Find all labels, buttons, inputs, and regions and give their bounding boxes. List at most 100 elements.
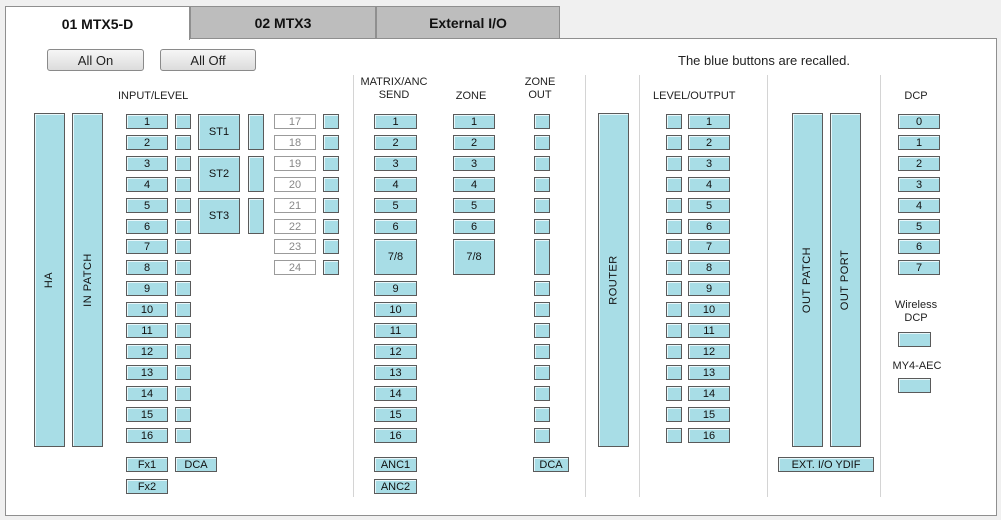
output-channel-button[interactable]: 3: [688, 156, 730, 171]
stereo-level-button[interactable]: [248, 114, 264, 150]
input-channel-button[interactable]: 20: [274, 177, 316, 192]
input-level-button[interactable]: [323, 239, 339, 254]
input-channel-button[interactable]: 8: [126, 260, 168, 275]
input-level-button[interactable]: [175, 302, 191, 317]
input-level-button[interactable]: [323, 198, 339, 213]
matrix-send-button[interactable]: 1: [374, 114, 417, 129]
input-level-button[interactable]: [175, 365, 191, 380]
zone-button[interactable]: 6: [453, 219, 495, 234]
input-level-button[interactable]: [323, 135, 339, 150]
input-level-button[interactable]: [175, 198, 191, 213]
dcp-button[interactable]: 5: [898, 219, 940, 234]
input-level-button[interactable]: [175, 219, 191, 234]
dcp-button[interactable]: 6: [898, 239, 940, 254]
output-channel-button[interactable]: 8: [688, 260, 730, 275]
input-channel-button[interactable]: 5: [126, 198, 168, 213]
input-channel-button[interactable]: 2: [126, 135, 168, 150]
ha-button[interactable]: HA: [34, 113, 65, 447]
stereo-input-button[interactable]: ST2: [198, 156, 240, 192]
output-channel-button[interactable]: 15: [688, 407, 730, 422]
output-channel-button[interactable]: 1: [688, 114, 730, 129]
input-channel-button[interactable]: 15: [126, 407, 168, 422]
input-channel-button[interactable]: 24: [274, 260, 316, 275]
output-level-button[interactable]: [666, 219, 682, 234]
input-channel-button[interactable]: 19: [274, 156, 316, 171]
input-level-button[interactable]: [323, 177, 339, 192]
in-patch-button[interactable]: IN PATCH: [72, 113, 103, 447]
stereo-level-button[interactable]: [248, 156, 264, 192]
dcp-button[interactable]: 2: [898, 156, 940, 171]
output-level-button[interactable]: [666, 323, 682, 338]
input-channel-button[interactable]: 21: [274, 198, 316, 213]
input-level-button[interactable]: [175, 281, 191, 296]
input-level-button[interactable]: [175, 407, 191, 422]
matrix-send-button[interactable]: 10: [374, 302, 417, 317]
output-level-button[interactable]: [666, 344, 682, 359]
matrix-send-button[interactable]: 11: [374, 323, 417, 338]
wireless-dcp-button[interactable]: [898, 332, 931, 347]
stereo-level-button[interactable]: [248, 198, 264, 234]
zone-button[interactable]: 1: [453, 114, 495, 129]
output-level-button[interactable]: [666, 156, 682, 171]
zone-button[interactable]: 4: [453, 177, 495, 192]
output-channel-button[interactable]: 12: [688, 344, 730, 359]
matrix-send-button[interactable]: 15: [374, 407, 417, 422]
output-channel-button[interactable]: 14: [688, 386, 730, 401]
input-channel-button[interactable]: 13: [126, 365, 168, 380]
zone-out-button[interactable]: [534, 114, 550, 129]
out-patch-button[interactable]: OUT PATCH: [792, 113, 823, 447]
output-channel-button[interactable]: 5: [688, 198, 730, 213]
input-channel-button[interactable]: 7: [126, 239, 168, 254]
zone-out-button[interactable]: [534, 323, 550, 338]
input-level-button[interactable]: [175, 260, 191, 275]
input-level-button[interactable]: [175, 135, 191, 150]
input-channel-button[interactable]: 12: [126, 344, 168, 359]
zone-out-button[interactable]: [534, 177, 550, 192]
input-channel-button[interactable]: 4: [126, 177, 168, 192]
matrix-send-button[interactable]: 7/8: [374, 239, 417, 275]
output-level-button[interactable]: [666, 428, 682, 443]
fx2-button[interactable]: Fx2: [126, 479, 168, 494]
input-level-button[interactable]: [175, 114, 191, 129]
output-channel-button[interactable]: 16: [688, 428, 730, 443]
input-level-button[interactable]: [175, 177, 191, 192]
my4-aec-button[interactable]: [898, 378, 931, 393]
out-port-button[interactable]: OUT PORT: [830, 113, 861, 447]
input-level-button[interactable]: [175, 239, 191, 254]
input-channel-button[interactable]: 1: [126, 114, 168, 129]
dcp-button[interactable]: 3: [898, 177, 940, 192]
zone-out-button[interactable]: [534, 156, 550, 171]
output-channel-button[interactable]: 11: [688, 323, 730, 338]
input-channel-button[interactable]: 11: [126, 323, 168, 338]
zone-out-button[interactable]: [534, 344, 550, 359]
dcp-button[interactable]: 0: [898, 114, 940, 129]
output-level-button[interactable]: [666, 198, 682, 213]
input-channel-button[interactable]: 14: [126, 386, 168, 401]
output-level-button[interactable]: [666, 407, 682, 422]
all-on-button[interactable]: All On: [47, 49, 144, 71]
zone-button[interactable]: 5: [453, 198, 495, 213]
input-level-button[interactable]: [175, 344, 191, 359]
fx1-button[interactable]: Fx1: [126, 457, 168, 472]
output-channel-button[interactable]: 13: [688, 365, 730, 380]
input-level-button[interactable]: [323, 114, 339, 129]
matrix-send-button[interactable]: 4: [374, 177, 417, 192]
input-channel-button[interactable]: 6: [126, 219, 168, 234]
output-channel-button[interactable]: 10: [688, 302, 730, 317]
input-dca-button[interactable]: DCA: [175, 457, 217, 472]
zone-out-dca-button[interactable]: DCA: [533, 457, 569, 472]
output-level-button[interactable]: [666, 177, 682, 192]
dcp-button[interactable]: 7: [898, 260, 940, 275]
zone-out-button[interactable]: [534, 365, 550, 380]
zone-button[interactable]: 2: [453, 135, 495, 150]
input-channel-button[interactable]: 9: [126, 281, 168, 296]
matrix-send-button[interactable]: 3: [374, 156, 417, 171]
matrix-send-button[interactable]: 5: [374, 198, 417, 213]
input-channel-button[interactable]: 18: [274, 135, 316, 150]
ext-io-ydif-button[interactable]: EXT. I/O YDIF: [778, 457, 874, 472]
input-level-button[interactable]: [175, 156, 191, 171]
zone-out-button[interactable]: [534, 198, 550, 213]
anc1-button[interactable]: ANC1: [374, 457, 417, 472]
input-channel-button[interactable]: 3: [126, 156, 168, 171]
matrix-send-button[interactable]: 6: [374, 219, 417, 234]
